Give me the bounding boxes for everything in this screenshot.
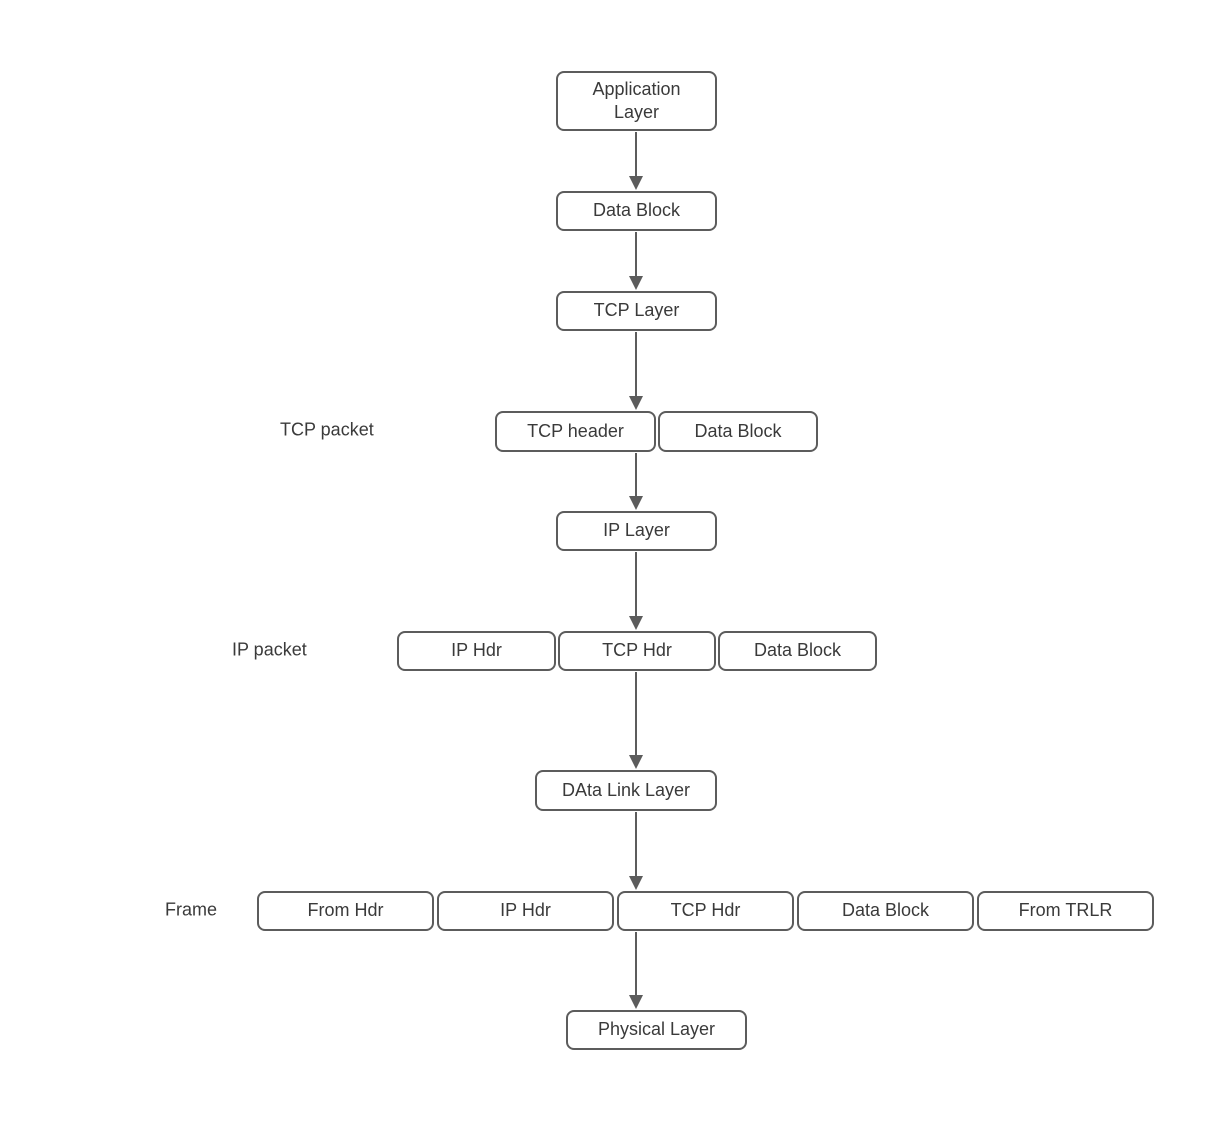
node-ip-hdr: IP Hdr — [397, 631, 556, 671]
node-label: TCP Hdr — [602, 640, 672, 661]
node-label: Data Block — [753, 640, 842, 661]
node-label: IP Layer — [603, 520, 670, 541]
node-label: IP Hdr — [500, 900, 551, 921]
node-label: DAta Link Layer — [561, 779, 691, 800]
arrow-application-to-datablock — [629, 132, 643, 190]
arrow-frame-to-physical — [629, 932, 643, 1009]
node-label: TCP Layer — [593, 300, 680, 321]
node-data-block-top: Data Block — [556, 191, 717, 231]
node-label: Data Block — [694, 420, 782, 441]
row-label-tcp-packet: TCP packet — [280, 420, 374, 441]
arrow-iplayer-to-ippacket — [629, 552, 643, 630]
node-label: Physical Layer — [597, 1019, 716, 1040]
arrow-tcplayer-to-tcppacket — [629, 332, 643, 410]
row-label-text: Frame — [165, 899, 218, 920]
node-tcp-layer: TCP Layer — [556, 291, 717, 331]
node-data-link-layer: DAta Link Layer — [535, 770, 717, 811]
node-label: From Hdr — [307, 900, 384, 921]
node-frame-ip-hdr: IP Hdr — [437, 891, 614, 931]
arrow-datablock-to-tcplayer — [629, 232, 643, 290]
node-ip-data-block: Data Block — [718, 631, 877, 671]
node-application-layer: Application Layer — [556, 71, 717, 131]
row-label-text: IP packet — [232, 639, 307, 660]
node-label: IP Hdr — [451, 640, 502, 661]
node-label: Application Layer — [592, 78, 681, 122]
node-frame-data-block: Data Block — [797, 891, 974, 931]
arrow-tcppacket-to-iplayer — [629, 453, 643, 510]
node-tcp-data-block: Data Block — [658, 411, 818, 452]
node-label: TCP header — [527, 420, 624, 441]
node-frame-from-hdr: From Hdr — [257, 891, 434, 931]
node-frame-tcp-hdr: TCP Hdr — [617, 891, 794, 931]
arrow-datalink-to-frame — [629, 812, 643, 890]
node-tcp-hdr: TCP Hdr — [558, 631, 716, 671]
node-label: From TRLR — [1018, 900, 1113, 921]
node-tcp-header: TCP header — [495, 411, 656, 452]
node-label: Data Block — [592, 200, 681, 221]
node-ip-layer: IP Layer — [556, 511, 717, 551]
row-label-frame: Frame — [165, 900, 217, 921]
node-label: Data Block — [841, 900, 930, 921]
node-label: TCP Hdr — [670, 900, 741, 921]
row-label-ip-packet: IP packet — [232, 640, 307, 661]
node-physical-layer: Physical Layer — [566, 1010, 747, 1050]
node-frame-from-trlr: From TRLR — [977, 891, 1154, 931]
arrow-ippacket-to-datalink — [629, 672, 643, 769]
row-label-text: TCP packet — [280, 419, 374, 440]
